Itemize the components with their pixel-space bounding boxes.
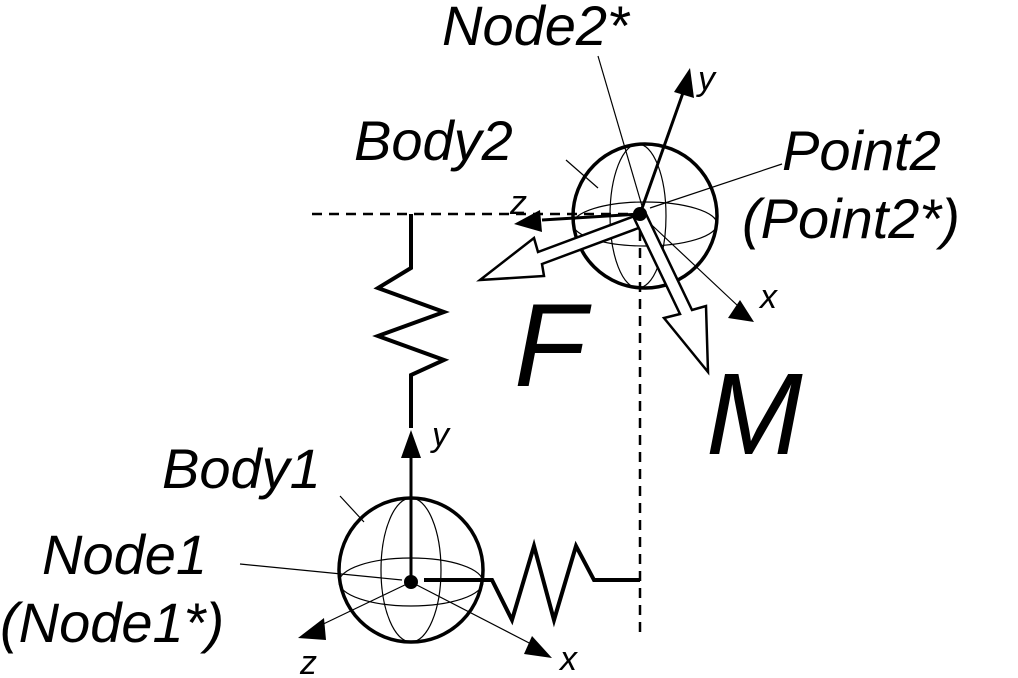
body2-y-axis xyxy=(638,89,686,215)
body1-leader-line xyxy=(339,495,365,523)
point2-label: Point2 xyxy=(782,119,941,182)
body2-y-arrowhead xyxy=(674,68,694,98)
moment-label: M xyxy=(706,349,803,479)
force-label: F xyxy=(514,280,592,412)
body2-x-axis xyxy=(639,213,739,307)
body2-z-axis xyxy=(541,212,641,222)
point2-leader-line xyxy=(649,163,783,209)
node2-star-label: Node2* xyxy=(442,0,631,57)
horizontal-spring xyxy=(424,538,640,628)
body2-x-label: x xyxy=(758,278,778,316)
body1-z-label: z xyxy=(299,644,317,678)
body1-x-axis xyxy=(410,581,536,647)
node1-label: Node1 xyxy=(42,523,207,586)
node2-leader-line xyxy=(597,55,643,207)
node1-leader-line xyxy=(239,563,403,581)
point2-star-label: (Point2*) xyxy=(742,187,960,250)
body2-x-arrowhead xyxy=(728,300,754,322)
moment-arrow xyxy=(632,212,710,376)
body1-x-arrowhead xyxy=(524,636,552,658)
vertical-spring xyxy=(372,214,450,428)
body1-label: Body1 xyxy=(162,437,321,500)
body2-z-label: z xyxy=(509,184,527,222)
body1-z-arrowhead xyxy=(298,618,326,640)
body1-y-arrowhead xyxy=(401,430,421,458)
body1-y-label: y xyxy=(430,416,451,454)
node1-star-label: (Node1*) xyxy=(0,591,224,654)
point2-point xyxy=(633,207,647,221)
force-arrow xyxy=(476,212,646,282)
body1-x-label: x xyxy=(558,640,578,678)
body2-z-arrowhead xyxy=(514,210,542,232)
body2-y-label: y xyxy=(696,60,717,98)
body2-leader-line xyxy=(565,159,599,189)
body2-label: Body2 xyxy=(354,109,513,172)
node1-point xyxy=(404,575,418,589)
body1-z-axis xyxy=(314,581,412,629)
